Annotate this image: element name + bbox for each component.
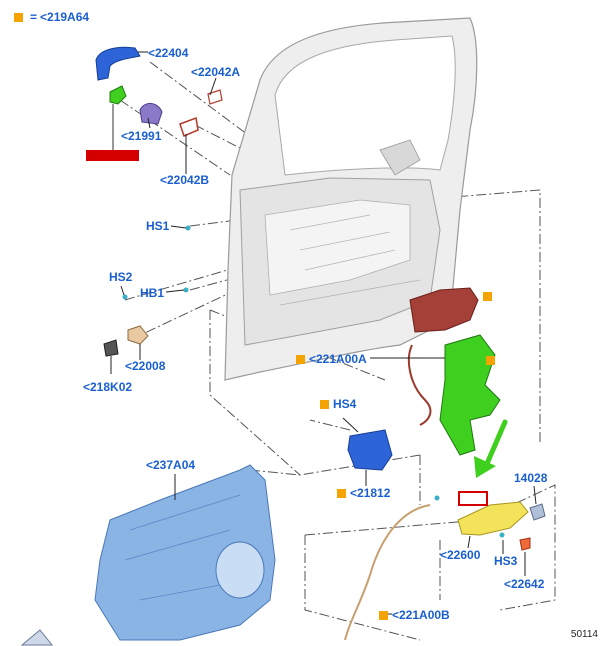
orange-marker-icon <box>14 13 23 22</box>
callout-221A00B: <221A00B <box>379 608 450 622</box>
outside-handle-22600-part <box>457 501 529 536</box>
callout-22642: <22642 <box>504 577 545 591</box>
callout-HS1: HS1 <box>146 219 170 233</box>
trim-panel-237A04-part <box>94 464 276 641</box>
callout-22404: <22404 <box>148 46 189 60</box>
cap-22642-part <box>519 537 531 551</box>
green-clip-part <box>109 85 127 105</box>
callout-HS2: HS2 <box>109 270 133 284</box>
callout-HS3: HS3 <box>494 554 518 568</box>
corner-arrow-icon <box>20 629 54 646</box>
latch-bracket-part <box>409 287 479 333</box>
callout-21812: <21812 <box>337 486 390 500</box>
callout-21991: <21991 <box>121 129 162 143</box>
interior-handle-part <box>95 46 141 81</box>
callout-221A00A: <221A00A <box>296 352 367 366</box>
callout-HB1: HB1 <box>140 286 165 300</box>
orange-marker-icon <box>337 489 346 498</box>
screw-HS1-part <box>185 225 191 231</box>
callout-HS4: HS4 <box>320 397 356 411</box>
purple-bezel-part <box>139 103 163 125</box>
bracket-22042A-part <box>207 89 223 105</box>
orange-marker-icon <box>486 356 495 365</box>
latch-21812-part <box>347 429 393 471</box>
callout-22042B: <22042B <box>160 173 210 187</box>
legend: =<219A64 <box>14 10 89 24</box>
screw-HC1-part <box>434 495 440 501</box>
callout-218K02: <218K02 <box>83 380 133 394</box>
orange-marker-icon <box>296 355 305 364</box>
green-arrow-icon <box>474 419 508 478</box>
orange-marker-icon <box>379 611 388 620</box>
screw-HS2-part <box>122 294 128 300</box>
clip-218K02-part <box>103 339 119 357</box>
cable-221A00B-part <box>344 504 431 641</box>
harness-221A00A-part <box>407 344 432 426</box>
figure-reference-number: 50114 <box>570 629 598 640</box>
leader-lines <box>110 51 537 615</box>
callout-22600: <22600 <box>440 548 481 562</box>
redacted-label-highlight <box>86 150 139 161</box>
legend-label: <219A64 <box>40 10 90 24</box>
bolt-HB1-part <box>183 287 189 293</box>
orange-marker-icon <box>483 292 492 301</box>
door-frame <box>224 17 478 381</box>
HC1-highlight-box <box>458 491 488 506</box>
bracket-22042B-part <box>179 116 199 138</box>
window-regulator-part <box>439 334 501 456</box>
part-14028 <box>529 503 546 521</box>
callout-22008: <22008 <box>125 359 166 373</box>
callout-237A04: <237A04 <box>146 458 196 472</box>
clip-22008-part <box>127 325 149 345</box>
callout-14028: 14028 <box>514 471 548 485</box>
orange-marker-icon <box>320 400 329 409</box>
screw-HS3-part <box>499 532 505 538</box>
callout-22042A: <22042A <box>191 65 241 79</box>
